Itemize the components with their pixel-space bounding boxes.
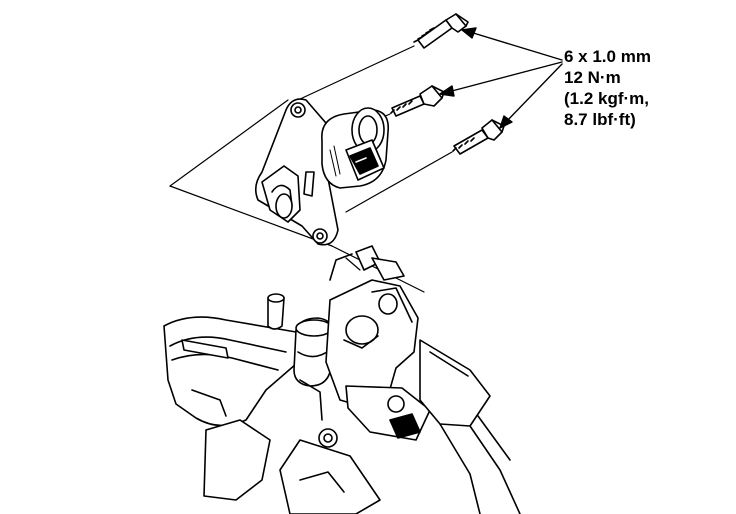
- idle-air-control-valve: [254, 98, 390, 246]
- torque-nm-label: 12 N·m: [564, 68, 621, 87]
- callout-leaders: [439, 27, 563, 129]
- torque-lbfft-label: 8.7 lbf·ft): [564, 110, 636, 129]
- throttle-body-assembly: [163, 245, 521, 514]
- bolt-size-label: 6 x 1.0 mm: [564, 47, 651, 66]
- bolt-lower: [452, 119, 505, 155]
- bolt-middle: [390, 85, 445, 117]
- alignment-lines: [169, 45, 453, 293]
- torque-kgfm-label: (1.2 kgf·m,: [564, 89, 650, 108]
- bolt-torque-spec: 6 x 1.0 mm 12 N·m (1.2 kgf·m, 8.7 lbf·ft…: [564, 46, 651, 130]
- bolt-top: [413, 13, 469, 49]
